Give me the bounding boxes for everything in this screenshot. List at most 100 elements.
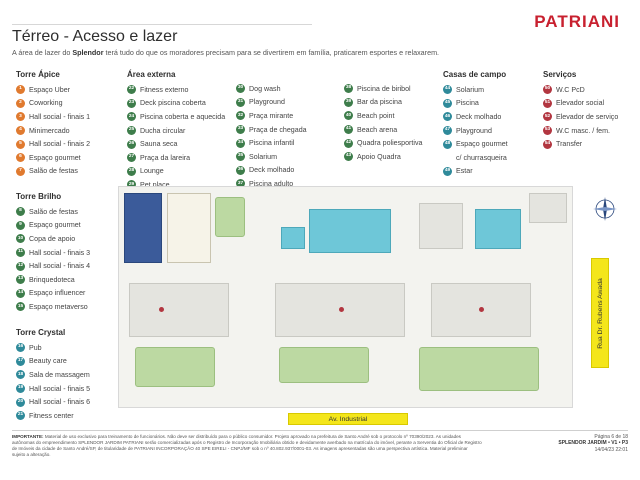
number-badge: 41 [344, 125, 353, 135]
garden-south-east [419, 347, 539, 391]
legend-label: Transfer [556, 140, 583, 149]
legend-item: c/ churrasqueira [443, 151, 508, 165]
page-number: Página 6 de 18 [594, 434, 628, 440]
legend-label: Piscina [456, 99, 479, 108]
legend-item: 36 Deck molhado [236, 164, 307, 178]
legend-item: 15 Espaço metaverso [16, 300, 90, 314]
number-badge: 15 [16, 302, 25, 312]
legend-item: 30 Dog wash [236, 82, 307, 96]
legend-label: Espaço gourmet [29, 221, 81, 230]
page-title: Térreo - Acesso e lazer [12, 28, 178, 45]
number-badge: 45 [443, 98, 452, 108]
legend-label: Brinquedoteca [29, 275, 75, 284]
casas-pool [475, 209, 521, 249]
legend-label: Lounge [140, 167, 164, 176]
legend-label: Hall social - finais 4 [29, 262, 91, 271]
kids-pool [281, 227, 305, 249]
number-badge: 19 [16, 384, 25, 394]
number-badge: 17 [16, 356, 25, 366]
legend-label: Elevador social [556, 99, 605, 108]
number-badge: 3 [16, 112, 25, 122]
legend-label: Solarium [249, 152, 277, 161]
number-badge: 12 [16, 261, 25, 271]
legend-label: Hall social - finais 5 [29, 384, 91, 393]
number-badge: 2 [16, 98, 25, 108]
legend-label: Espaço metaverso [29, 302, 88, 311]
document-code: SPLENDOR JARDIM • V1 • P3 [558, 440, 628, 447]
number-badge: 36 [236, 165, 245, 175]
document-date: 14/04/23 22:01 [594, 446, 628, 453]
legend-label: Praça de chegada [249, 125, 307, 134]
legend-item: 32 Praça mirante [236, 109, 307, 123]
street-av-industrial: Av. Industrial [288, 413, 408, 425]
number-badge: 39 [344, 97, 353, 107]
service-marker [479, 307, 484, 312]
legend-item: 43 Apoio Quadra [344, 150, 422, 164]
legend-label: Deck molhado [249, 166, 295, 175]
garden-south-west [135, 347, 215, 387]
torre-apice-block [129, 283, 229, 337]
number-badge: 27 [127, 153, 136, 163]
legend-label: Dog wash [249, 84, 281, 93]
number-badge: 52 [543, 112, 552, 122]
legend-item: 27 Praça da lareira [127, 151, 225, 165]
legend-label: Espaço gourmet [456, 140, 508, 149]
legend-label: Pet place [140, 180, 170, 189]
legend-label: Espaço gourmet [29, 153, 81, 162]
number-badge: 30 [236, 84, 245, 94]
legend-label: Praça mirante [249, 111, 294, 120]
legend-label: Minimercado [29, 126, 70, 135]
legend-label: Hall social - finais 6 [29, 398, 91, 407]
legend-label: Praça da lareira [140, 153, 191, 162]
number-badge: 53 [543, 126, 552, 136]
legend-label: Salão de festas [29, 207, 78, 216]
number-badge: 38 [344, 84, 353, 94]
number-badge: 43 [344, 152, 353, 162]
casas-de-campo-heading: Casas de campo [443, 70, 507, 79]
legend-label: Beach point [357, 111, 395, 120]
torre-apice-heading: Torre Ápice [16, 70, 60, 79]
number-badge: 51 [543, 98, 552, 108]
number-badge: 44 [443, 85, 452, 95]
number-badge: 40 [344, 111, 353, 121]
legend-label: Pub [29, 343, 42, 352]
legend-label: W.C PcD [556, 85, 585, 94]
torre-brilho-heading: Torre Brilho [16, 192, 62, 201]
number-badge: 32 [236, 111, 245, 121]
legend-item: 40 Beach point [344, 109, 422, 123]
garden-area [215, 197, 245, 237]
legend-item: 19 Hall social - finais 5 [16, 382, 90, 396]
number-badge: 1 [16, 85, 25, 95]
number-badge: 23 [127, 98, 136, 108]
gourmet-block [419, 203, 463, 249]
number-badge: 24 [127, 112, 136, 122]
legend-label: Apoio Quadra [357, 152, 401, 161]
sports-court [124, 193, 162, 263]
legend-label: Sala de massagem [29, 370, 90, 379]
number-badge: 42 [344, 138, 353, 148]
number-badge: 9 [16, 220, 25, 230]
